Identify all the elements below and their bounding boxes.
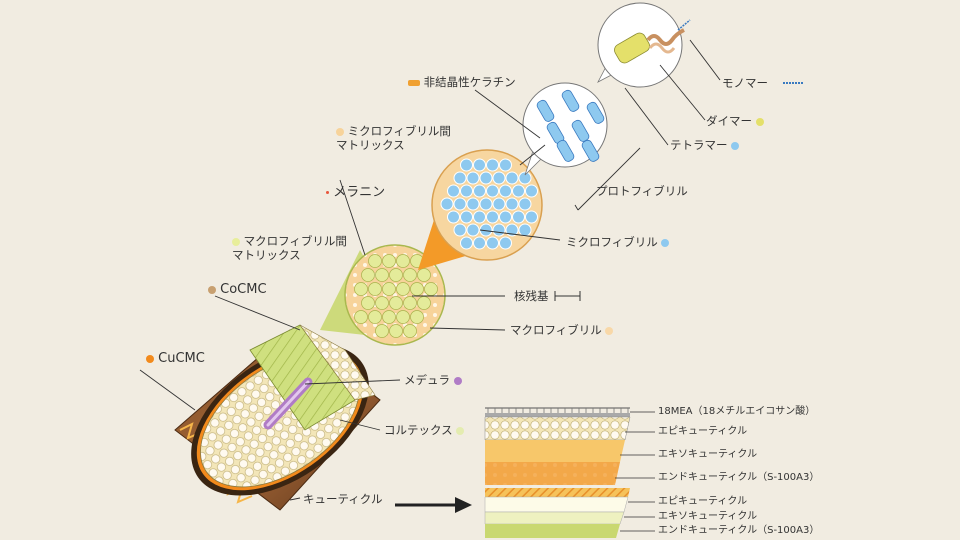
hair-shaft [174,324,381,511]
leader-lines [139,39,721,501]
layer-bottom-epicuticle: エピキューティクル [658,496,748,507]
label-nuclear-remnant: 核残基 [514,289,549,303]
protofibril-rod [536,99,555,122]
cortex-dot [456,426,465,435]
cuticle-layers-bottom [484,488,630,538]
label-macro-matrix: マクロフィブリル間マトリックス [232,234,347,262]
protofibril-rod [586,101,605,124]
label-cocmc: CoCMC [208,283,267,297]
layer-top-18mea: 18MEA（18メチルエイコサン酸） [658,406,816,417]
medulla-dot [453,376,462,385]
layer-top-exocuticle: エキソキューティクル [658,449,758,460]
cucmc-dot [146,354,154,363]
tetramer-dot [731,141,740,150]
label-cortex: コルテックス [384,423,465,437]
dimer-rod [614,32,650,64]
label-cucmc: CuCMC [146,352,205,366]
dimer-dot [755,117,764,126]
layer-leaders [615,411,655,532]
label-macrofibril: マクロフィブリル [510,323,614,337]
melanin-dot [326,191,329,194]
label-micro-matrix: ミクロフィブリル間マトリックス [336,124,451,152]
label-amorphous-keratin: 非結晶性ケラチン [408,75,516,89]
cocmc-dot [208,285,216,294]
cuticle-layers-top [484,407,631,485]
label-monomer: モノマー [722,76,768,90]
layer-top-epicuticle: エピキューティクル [658,426,748,437]
label-melanin: メラニン [326,186,385,200]
amorphous-keratin-icon [408,79,420,86]
protofibril-rod [581,139,600,162]
label-tetramer: テトラマー [670,138,740,152]
arrow-head [455,497,472,513]
layer-bottom-endocuticle: エンドキューティクル（S-100A3） [658,525,820,536]
label-protofibril: プロトフィブリル [596,184,688,198]
macrofibril-dot [605,326,614,335]
label-dimer: ダイマー [706,114,764,128]
protofibril-rod [561,89,580,112]
protofibril-rods [536,89,605,162]
macro-matrix-dot [232,237,240,246]
macrofibril-cells [354,254,438,338]
layer-bottom-exocuticle: エキソキューティクル [658,511,758,522]
label-medulla: メデュラ [404,373,462,387]
layer-top-endocuticle: エンドキューティクル（S-100A3） [658,472,820,483]
microfibril-dot [661,238,670,247]
microfibril-cells [440,158,538,250]
label-cuticle: キューティクル [303,492,383,506]
label-microfibril: ミクロフィブリル [566,235,670,249]
protofibril-rod [556,139,575,162]
micro-matrix-dot [336,127,344,136]
monomer-coil [646,28,685,46]
